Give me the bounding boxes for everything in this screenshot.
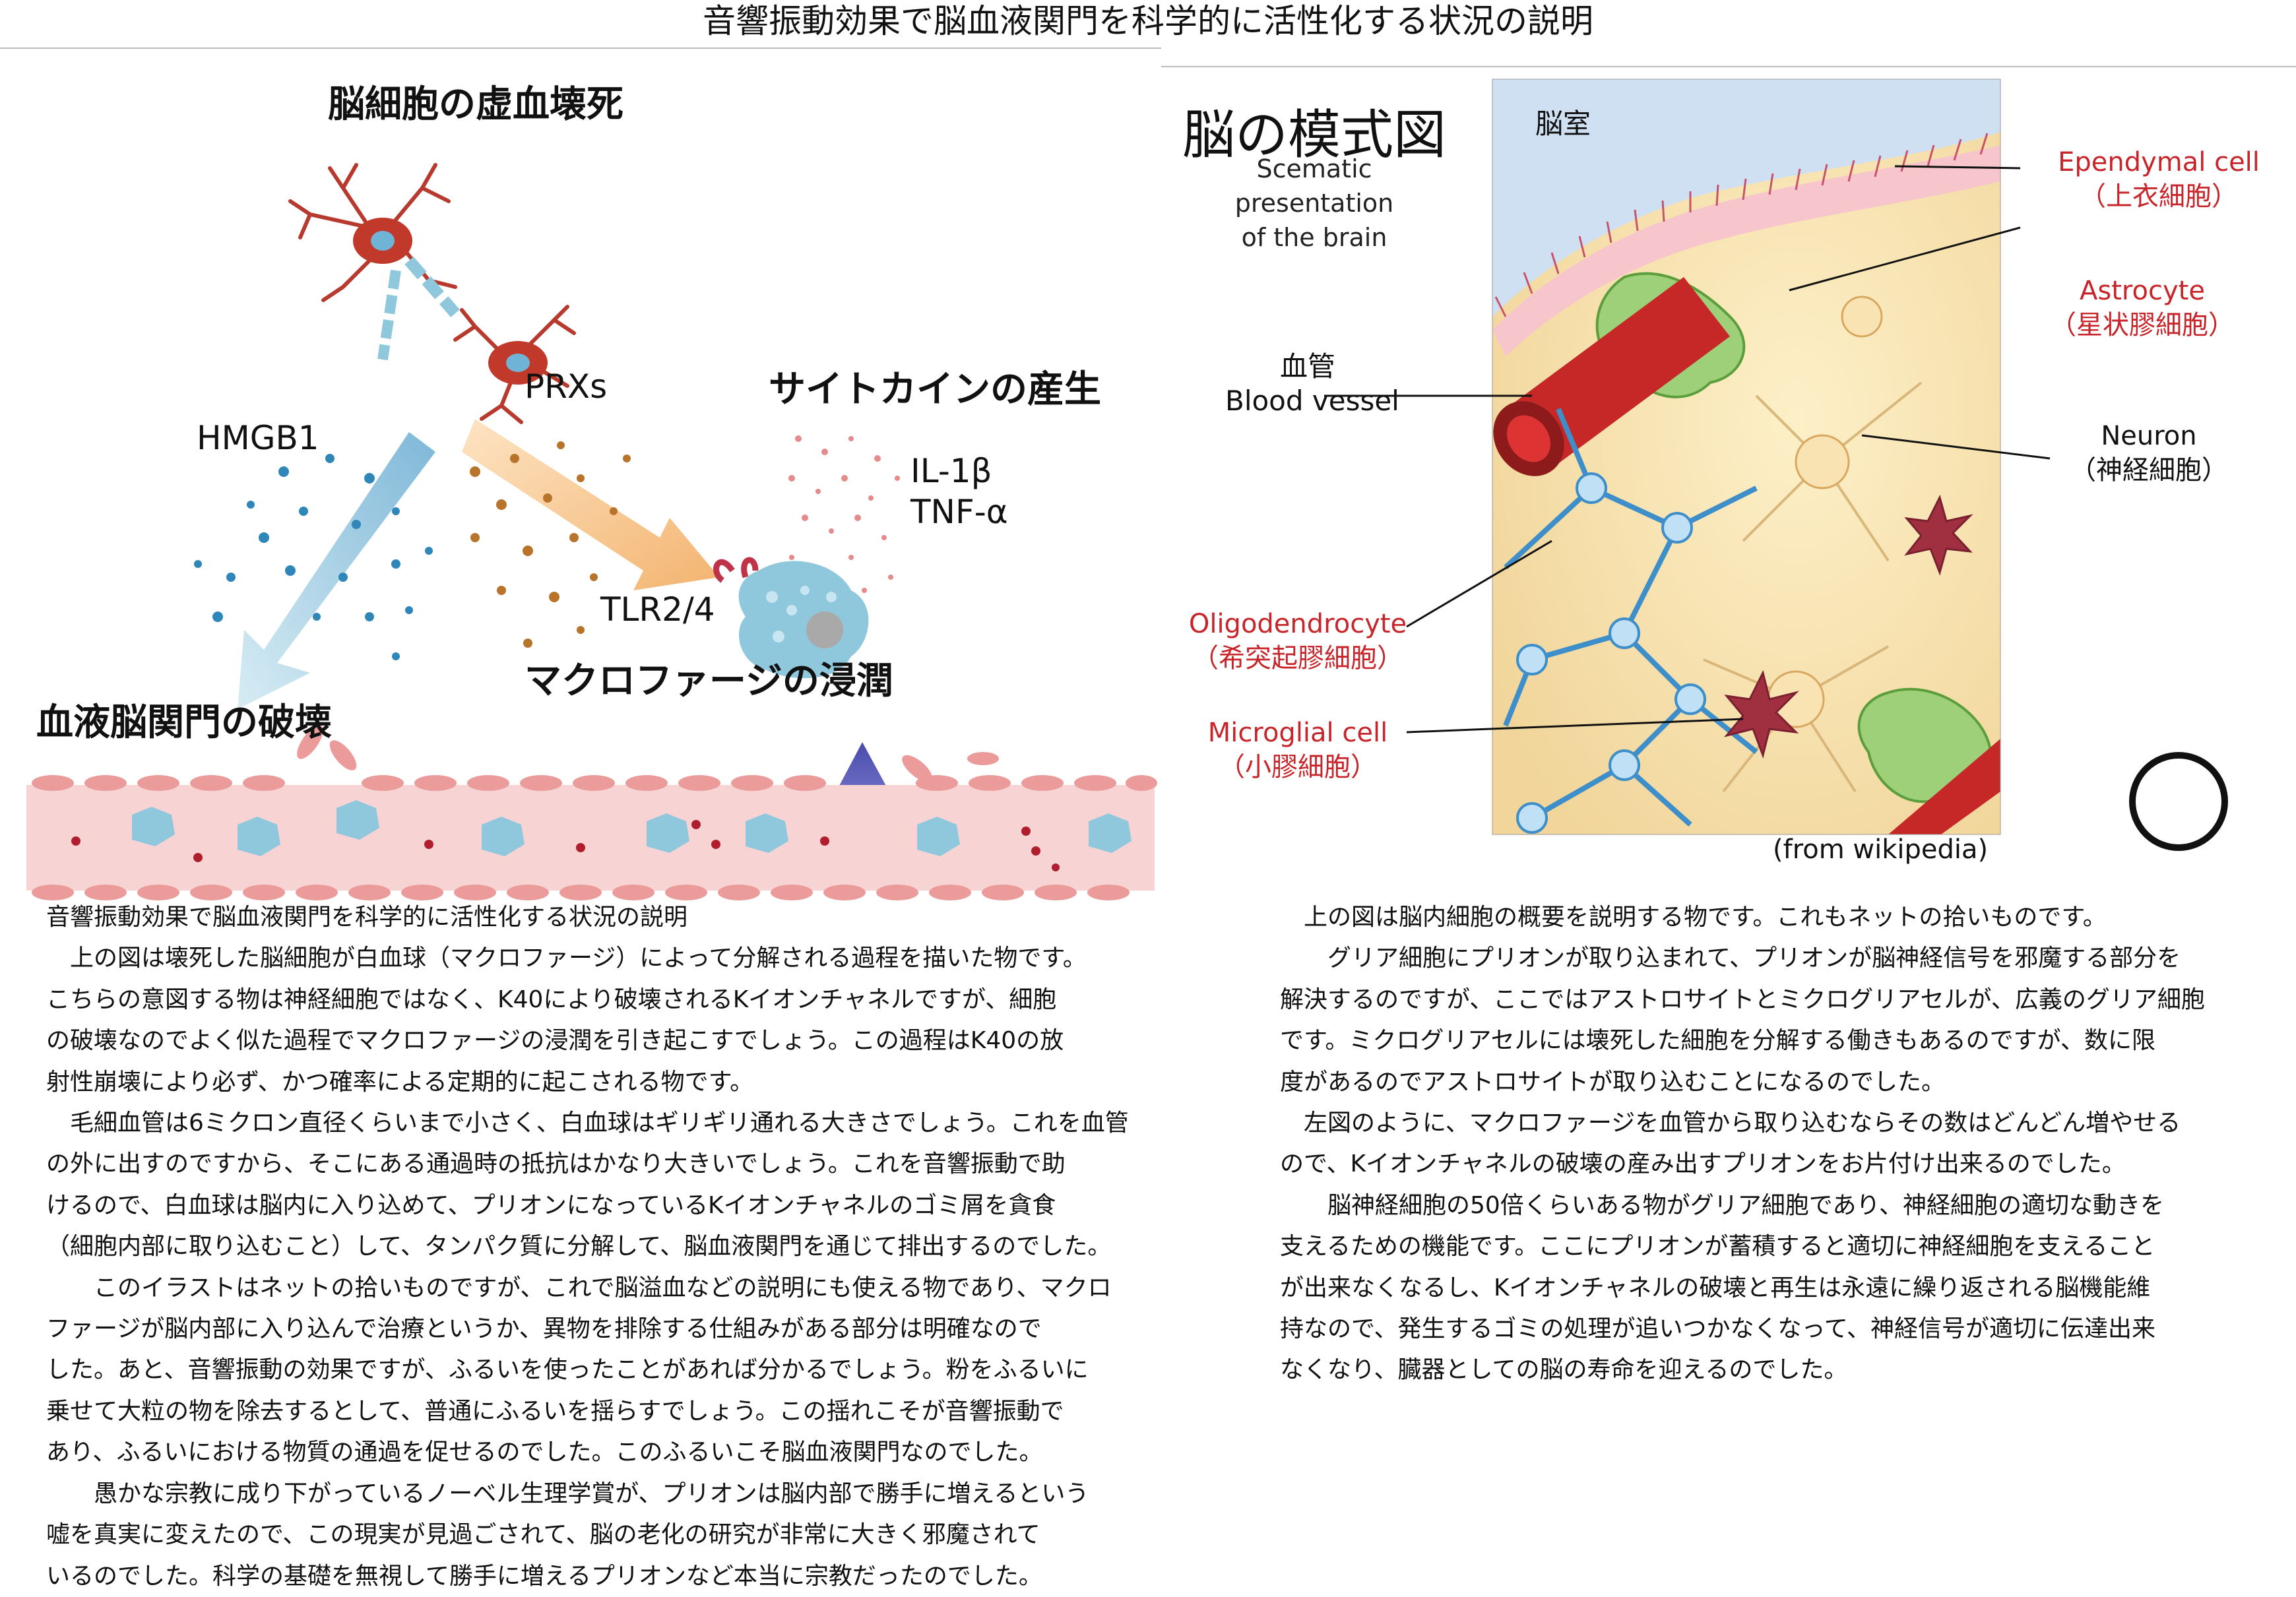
text-line: こちらの意図する物は神経細胞ではなく、K40により破壊されるKイオンチャネルです… [46, 986, 1057, 1013]
leukocytes-in-vessel [132, 800, 1132, 856]
text-line: 乗せて大粒の物を除去するとして、普通にふるいを揺らすでしょう。この揺れこそが音響… [46, 1397, 1064, 1425]
text-line: です。ミクログリアセルには壊死した細胞を分解する働きもあるのですが、数に限 [1280, 1027, 2155, 1055]
text-line: いるのでした。科学の基礎を無視して勝手に増えるプリオンなど本当に宗教だったのでし… [46, 1562, 1042, 1590]
ependymal-cilia [1494, 133, 1989, 317]
blood-vessel [26, 785, 1155, 891]
label-microglia: Microglial cell （小膠細胞） [1189, 716, 1407, 784]
label-en: Neuron [2101, 421, 2197, 451]
text-line: 支えるための機能です。ここにプリオンが蓄積すると適切に神経細胞を支えること [1280, 1233, 2155, 1261]
prxs-particles [470, 441, 631, 648]
text-line: 解決するのですが、ここではアストロサイトとミクログリアセルが、広義のグリア細胞 [1280, 986, 2205, 1013]
red-blood-cells [71, 820, 1060, 871]
label-jp: （星状膠細胞） [2050, 310, 2235, 340]
right-text-column: 上の図は脳内細胞の概要を説明する物です。これもネットの拾いものです。 グリア細胞… [1280, 897, 2270, 1391]
label-neuron: Neuron （神経細胞） [2040, 419, 2258, 487]
brain-schematic-drawing [1324, 78, 2228, 851]
label-bbb-breakdown: 血液脳関門の破壊 [36, 701, 332, 744]
text-line: した。あと、音響振動の効果ですが、ふるいを使ったことがあれば分かるでしょう。粉を… [46, 1356, 1089, 1384]
brain-figure-subtitle: Scematic presentation of the brain [1176, 152, 1453, 255]
label-macrophage: マクロファージの浸潤 [525, 660, 893, 703]
text-line: 度があるのでアストロサイトが取り込むことになるのでした。 [1280, 1068, 1946, 1096]
hmgb1-arrow [238, 432, 435, 709]
label-en: Microglial cell [1207, 718, 1388, 748]
label-necrosis: 脳細胞の虚血壊死 [328, 83, 623, 126]
title-divider [0, 47, 1161, 49]
label-jp: 血管 [1279, 350, 1335, 383]
label-tnfa: TNF-α [910, 493, 1008, 531]
label-prxs: PRXs [525, 367, 608, 406]
text-line: が出来なくなるし、Kイオンチャネルの破壊と再生は永遠に繰り返される脳機能維 [1280, 1274, 2151, 1301]
text-line: 左図のように、マクロファージを血管から取り込むならその数はどんどん増やせる [1280, 1110, 2181, 1137]
neuron-cell [1795, 434, 1850, 489]
label-cytokine: サイトカインの産生 [769, 368, 1101, 411]
left-text-column: 音響振動効果で脳血液関門を科学的に活性化する状況の説明 上の図は壊死した脳細胞が… [46, 897, 1155, 1597]
image-credit: (from wikipedia) [1773, 834, 1989, 865]
text-line: 射性崩壊により必ず、かつ確率による定期的に起こされる物です。 [46, 1068, 754, 1096]
label-hmgb1: HMGB1 [197, 419, 319, 457]
endothelial-cells-bottom [32, 885, 1130, 900]
label-il1b: IL-1β [910, 452, 992, 490]
text-line: 持なので、発生するゴミの処理が追いつかなくなって、神経信号が適切に伝達出来 [1280, 1315, 2155, 1343]
oligodendrocyte-network [1503, 408, 1758, 827]
leader-lines [1324, 165, 2051, 734]
text-line: ファージが脳内部に入り込んで治療というか、異物を排除する仕組みがある部分は明確な… [46, 1315, 1042, 1343]
text-line: なくなり、臓器としての脳の寿命を迎えるのでした。 [1280, 1356, 1848, 1384]
bbb-illustration-drawing [26, 163, 1157, 900]
text-line: 脳神経細胞の50倍くらいある物がグリア細胞であり、神経細胞の適切な動きを [1280, 1191, 2165, 1219]
page-title: 音響振動効果で脳血液関門を科学的に活性化する状況の説明 [703, 2, 1593, 40]
title-divider-right [1161, 66, 2296, 67]
text-line: の外に出すのですから、そこにある通過時の抵抗はかなり大きいでしょう。これを音響振… [46, 1150, 1066, 1178]
text-line: 愚かな宗教に成り下がっているノーベル生理学賞が、プリオンは脳内部で勝手に増えると… [46, 1480, 1089, 1507]
text-line: 嘘を真実に変えたので、この現実が見過ごされて、脳の老化の研究が非常に大きく邪魔さ… [46, 1521, 1040, 1549]
label-en: Blood vessel [1225, 385, 1399, 417]
figure-number-circle [2129, 752, 2228, 851]
text-line: このイラストはネットの拾いものですが、これで脳溢血などの説明にも使える物であり、… [46, 1274, 1112, 1301]
text-line: の破壊なのでよく似た過程でマクロファージの浸潤を引き起こすでしょう。この過程はK… [46, 1027, 1064, 1055]
text-line: けるので、白血球は脳内に入り込めて、プリオンになっているKイオンチャネルのゴミ屑… [46, 1191, 1056, 1219]
microglia [1723, 494, 1973, 759]
label-en: Ependymal cell [2058, 147, 2260, 177]
label-jp: （神経細胞） [2070, 455, 2228, 485]
ependymal-layer [1492, 145, 2000, 356]
text-line: 音響振動効果で脳血液関門を科学的に活性化する状況の説明 [46, 904, 688, 931]
text-line: 毛細血管は6ミクロン直径くらいまで小さく、白血球はギリギリ通れる大きさでしょう。… [46, 1110, 1129, 1137]
text-line: 上の図は脳内細胞の概要を説明する物です。これもネットの拾いものです。 [1280, 904, 2107, 931]
text-line: ので、Kイオンチャネルの破壊の産み出すプリオンをお片付け出来るのでした。 [1280, 1150, 2126, 1178]
tlr-receptor [713, 557, 759, 583]
bbb-illustration: 脳細胞の虚血壊死 PRXs サイトカインの産生 HMGB1 IL-1β TNF-… [0, 49, 1161, 907]
text-line: （細胞内部に取り込むこと）して、タンパク質に分解して、脳血液関門を通じて排出する… [46, 1233, 1112, 1261]
text-line: あり、ふるいにおける物質の通過を促せるのでした。このふるいこそ脳血液関門なのでし… [46, 1439, 1043, 1466]
label-astrocyte: Astrocyte （星状膠細胞） [2033, 274, 2251, 342]
brain-figure-title: 脳の模式図 [1182, 104, 1446, 166]
label-blood-vessel: 血管 Blood vessel [1225, 350, 1399, 418]
ventricle [1492, 79, 2000, 317]
label-jp: （希突起膠細胞） [1192, 643, 1403, 673]
prxs-arrow [462, 419, 719, 590]
label-ventricle: 脳室 [1535, 108, 1591, 140]
label-en: Oligodendrocyte [1188, 609, 1407, 639]
macrophage [738, 561, 869, 679]
label-oligodendrocyte: Oligodendrocyte （希突起膠細胞） [1176, 607, 1420, 675]
subtitle-line: of the brain [1241, 223, 1387, 252]
text-line: 上の図は壊死した脳細胞が白血球（マクロファージ）によって分解される過程を描いた物… [46, 945, 1087, 972]
label-jp: （上衣細胞） [2080, 181, 2238, 212]
endothelial-cells-top [32, 725, 1157, 791]
label-tlr: TLR2/4 [600, 590, 715, 629]
text-line: グリア細胞にプリオンが取り込まれて、プリオンが脳神経信号を邪魔する部分を [1280, 945, 2181, 972]
brain-schematic: 脳の模式図 Scematic presentation of the brain… [1163, 66, 2296, 897]
subtitle-line: Scematic presentation [1234, 154, 1394, 218]
label-ependymal: Ependymal cell （上衣細胞） [2027, 145, 2291, 214]
label-jp: （小膠細胞） [1219, 752, 1377, 782]
hmgb1-particles [194, 454, 433, 660]
label-en: Astrocyte [2080, 276, 2205, 306]
